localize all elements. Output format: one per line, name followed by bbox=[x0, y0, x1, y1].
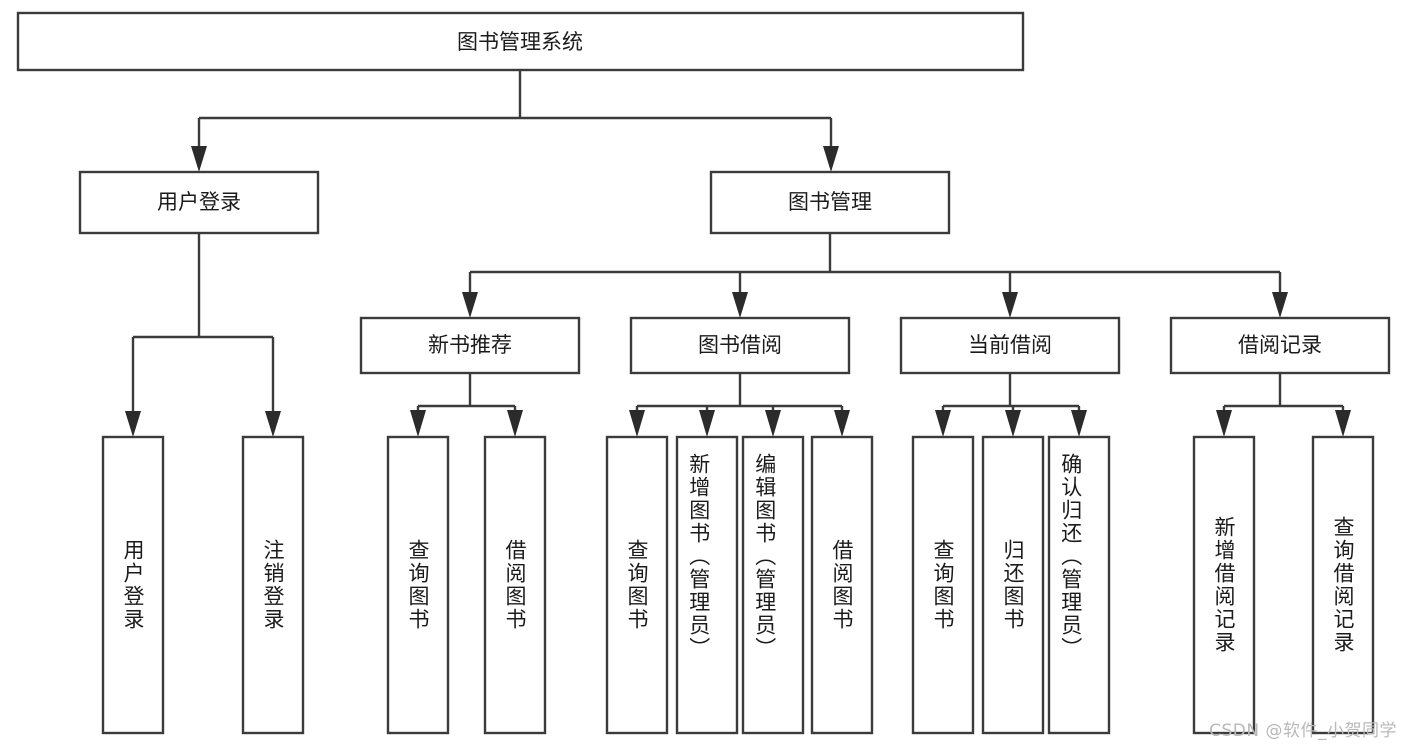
node-leaf-confirm-return-box[interactable] bbox=[1047, 435, 1111, 735]
node-leaf-query-record-box[interactable] bbox=[1311, 435, 1375, 735]
node-leaf-query-book-3-box[interactable] bbox=[911, 435, 975, 735]
node-leaf-logout-box[interactable] bbox=[241, 435, 305, 735]
connectors-borrow-records-to-leaves bbox=[1216, 373, 1351, 437]
node-leaf-return-book-box[interactable] bbox=[981, 435, 1045, 735]
node-leaf-logout-label: 注销登录 bbox=[261, 539, 285, 631]
node-leaf-query-book-1-label: 查询图书 bbox=[406, 539, 430, 631]
node-leaf-add-book[interactable]: 新增图书（管理员） bbox=[675, 435, 739, 735]
node-leaf-query-book-1-box[interactable] bbox=[386, 435, 450, 735]
node-user-login-label: 用户登录 bbox=[157, 190, 241, 214]
node-book-management[interactable]: 图书管理 bbox=[709, 170, 951, 235]
node-leaf-query-book-2-box[interactable] bbox=[605, 435, 669, 735]
arrow-head-icon bbox=[629, 410, 645, 437]
node-leaf-borrow-book-2-label: 借阅图书 bbox=[830, 539, 854, 631]
node-leaf-edit-book-label: 编辑图书（管理员） bbox=[753, 453, 777, 660]
node-book-management-label: 图书管理 bbox=[788, 190, 872, 214]
node-root[interactable]: 图书管理系统 bbox=[16, 11, 1025, 72]
node-leaf-borrow-book-1-label: 借阅图书 bbox=[503, 539, 527, 631]
arrow-head-icon bbox=[1335, 410, 1351, 437]
arrow-head-icon bbox=[462, 292, 478, 318]
node-leaf-query-book-2[interactable]: 查询图书 bbox=[605, 435, 669, 735]
arrow-head-icon bbox=[699, 410, 715, 437]
arrow-head-icon bbox=[765, 410, 781, 437]
node-borrow-records-label: 借阅记录 bbox=[1238, 333, 1322, 357]
node-leaf-borrow-book-1-box[interactable] bbox=[483, 435, 547, 735]
node-user-login[interactable]: 用户登录 bbox=[78, 170, 320, 235]
node-root-label: 图书管理系统 bbox=[457, 30, 583, 54]
node-leaf-query-record[interactable]: 查询借阅记录 bbox=[1311, 435, 1375, 735]
node-leaf-borrow-book-2[interactable]: 借阅图书 bbox=[810, 435, 874, 735]
arrow-head-icon bbox=[1005, 410, 1021, 437]
node-book-borrow[interactable]: 图书借阅 bbox=[629, 316, 851, 375]
node-borrow-records[interactable]: 借阅记录 bbox=[1169, 316, 1391, 375]
node-leaf-add-record-label: 新增借阅记录 bbox=[1212, 516, 1236, 654]
node-leaf-edit-book-box[interactable] bbox=[741, 435, 805, 735]
node-leaf-user-login[interactable]: 用户登录 bbox=[101, 435, 165, 735]
arrow-head-icon bbox=[935, 410, 951, 437]
arrow-head-icon bbox=[823, 146, 839, 172]
arrow-head-icon bbox=[191, 146, 207, 172]
node-leaf-query-book-1[interactable]: 查询图书 bbox=[386, 435, 450, 735]
node-current-borrow-label: 当前借阅 bbox=[968, 333, 1052, 357]
node-leaf-add-book-label: 新增图书（管理员） bbox=[687, 453, 711, 660]
node-leaf-add-record-box[interactable] bbox=[1192, 435, 1256, 735]
arrow-head-icon bbox=[1071, 410, 1087, 437]
connectors-book-borrow-to-leaves bbox=[629, 373, 850, 437]
node-current-borrow[interactable]: 当前借阅 bbox=[899, 316, 1121, 375]
node-leaf-logout[interactable]: 注销登录 bbox=[241, 435, 305, 735]
node-user-login-box[interactable] bbox=[78, 170, 320, 235]
arrow-head-icon bbox=[732, 292, 748, 318]
connectors-root-to-level1 bbox=[191, 70, 839, 172]
node-new-book-recommend-label: 新书推荐 bbox=[428, 333, 512, 357]
arrow-head-icon bbox=[1002, 292, 1018, 318]
arrow-head-icon bbox=[125, 411, 141, 437]
node-book-borrow-box[interactable] bbox=[629, 316, 851, 375]
csdn-watermark: CSDN @软件_小贺同学 bbox=[1209, 721, 1397, 741]
arrow-head-icon bbox=[1216, 410, 1232, 437]
node-leaf-user-login-box[interactable] bbox=[101, 435, 165, 735]
node-leaf-borrow-book-2-box[interactable] bbox=[810, 435, 874, 735]
node-leaf-user-login-label: 用户登录 bbox=[121, 539, 145, 631]
node-root-box[interactable] bbox=[16, 11, 1025, 72]
node-leaf-edit-book[interactable]: 编辑图书（管理员） bbox=[741, 435, 805, 735]
node-leaf-return-book[interactable]: 归还图书 bbox=[981, 435, 1045, 735]
arrow-head-icon bbox=[410, 410, 426, 437]
node-leaf-query-book-2-label: 查询图书 bbox=[625, 539, 649, 631]
node-leaf-return-book-label: 归还图书 bbox=[1001, 539, 1025, 631]
arrow-head-icon bbox=[1272, 292, 1288, 318]
node-leaf-add-record[interactable]: 新增借阅记录 bbox=[1192, 435, 1256, 735]
node-new-book-recommend-box[interactable] bbox=[359, 316, 581, 375]
node-leaf-borrow-book-1[interactable]: 借阅图书 bbox=[483, 435, 547, 735]
connectors-current-borrow-to-leaves bbox=[935, 373, 1087, 437]
connectors-new-book-to-leaves bbox=[410, 373, 523, 437]
node-leaf-query-book-3-label: 查询图书 bbox=[931, 539, 955, 631]
arrow-head-icon bbox=[834, 410, 850, 437]
node-book-borrow-label: 图书借阅 bbox=[698, 333, 782, 357]
node-current-borrow-box[interactable] bbox=[899, 316, 1121, 375]
connectors-user-login-to-leaves bbox=[125, 233, 281, 437]
arrow-head-icon bbox=[265, 411, 281, 437]
node-new-book-recommend[interactable]: 新书推荐 bbox=[359, 316, 581, 375]
connectors-book-management-to-level2 bbox=[462, 233, 1288, 318]
node-book-management-box[interactable] bbox=[709, 170, 951, 235]
arrow-head-icon bbox=[507, 410, 523, 437]
node-borrow-records-box[interactable] bbox=[1169, 316, 1391, 375]
node-leaf-query-record-label: 查询借阅记录 bbox=[1331, 516, 1355, 654]
node-leaf-confirm-return-label: 确认归还（管理员） bbox=[1059, 453, 1083, 660]
node-leaf-add-book-box[interactable] bbox=[675, 435, 739, 735]
node-leaf-confirm-return[interactable]: 确认归还（管理员） bbox=[1047, 435, 1111, 735]
node-leaf-query-book-3[interactable]: 查询图书 bbox=[911, 435, 975, 735]
